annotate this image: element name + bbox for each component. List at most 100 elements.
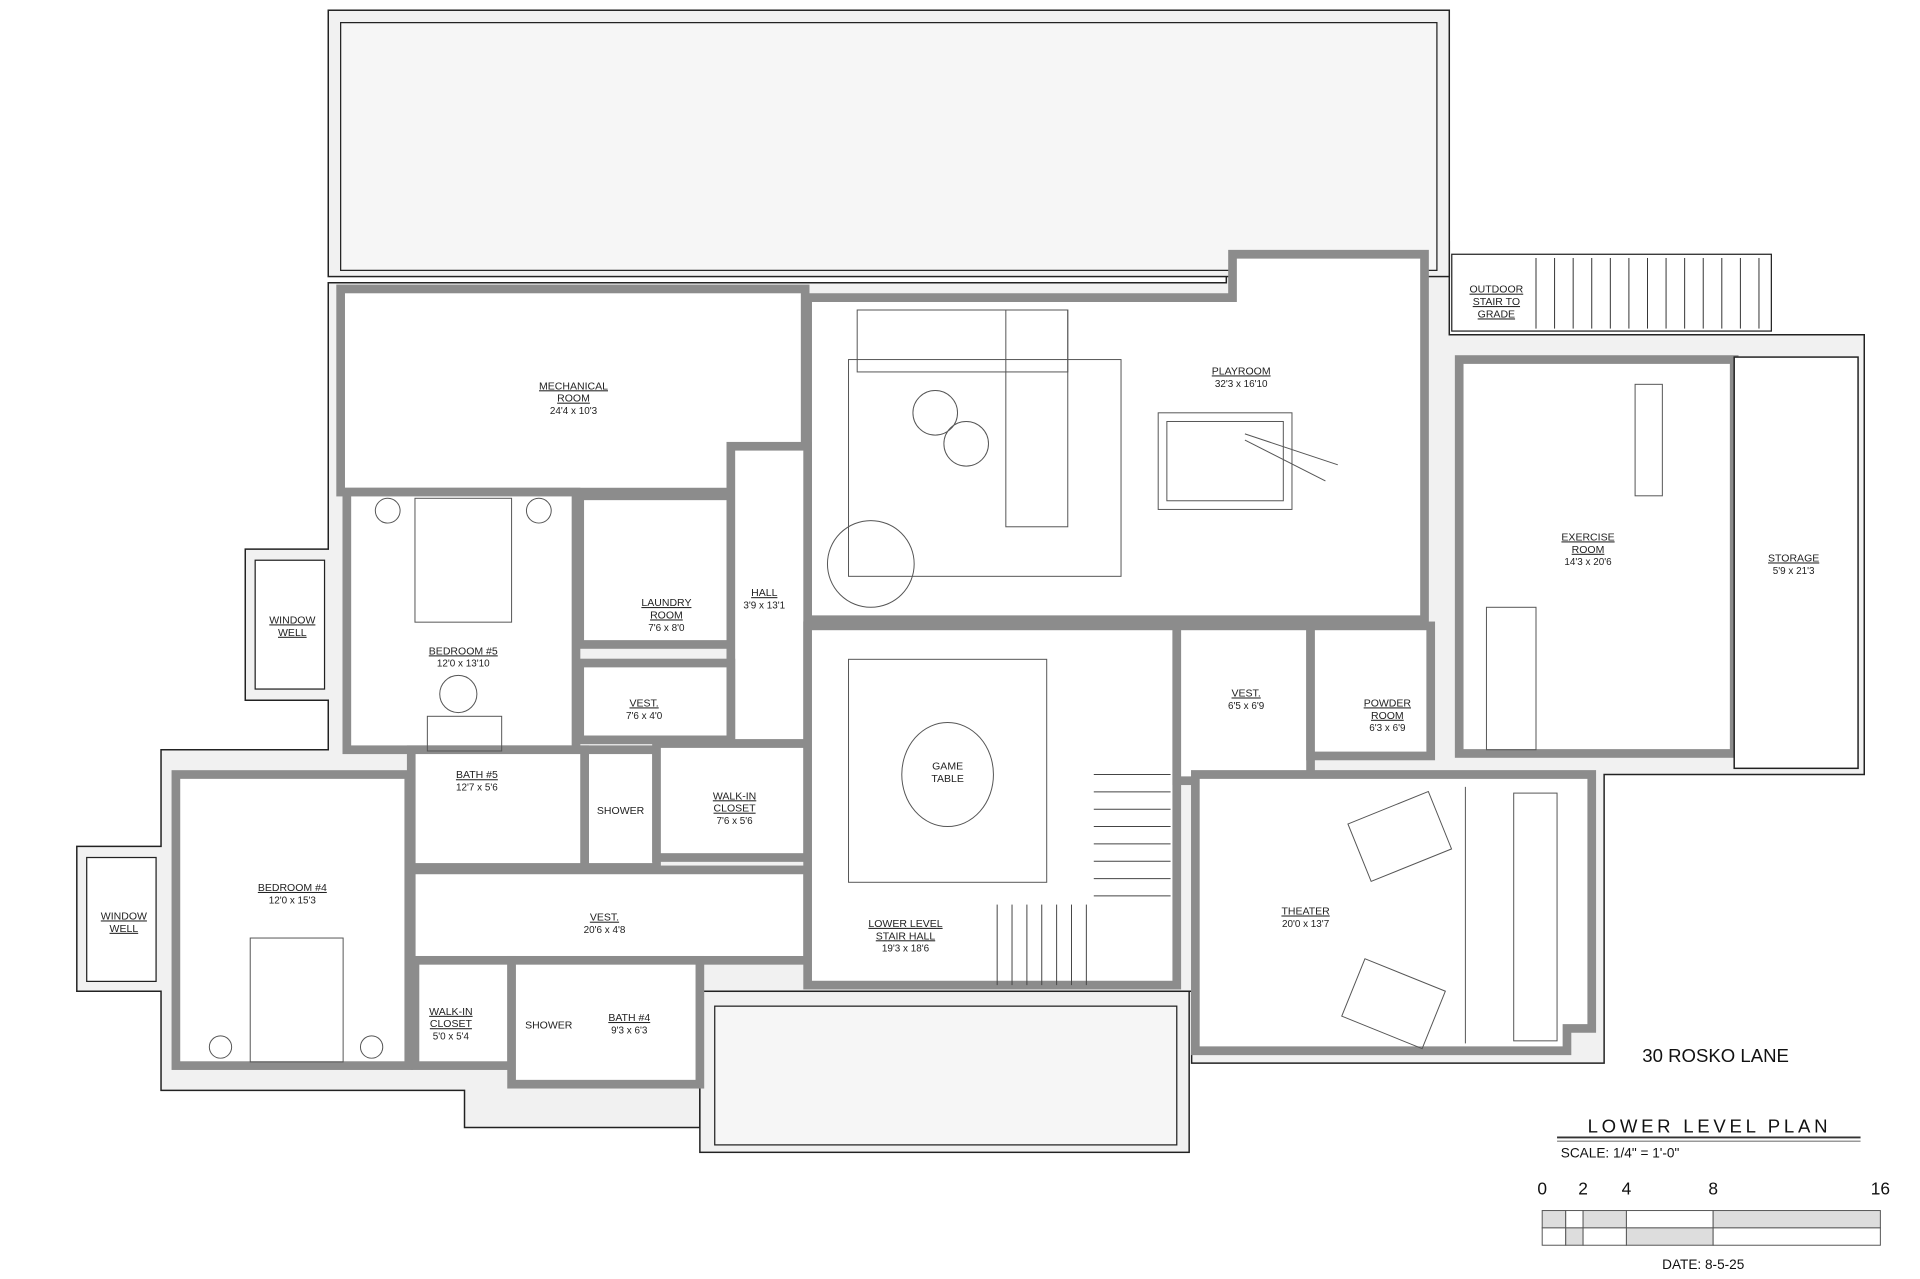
bath-4 [507, 955, 705, 1089]
address: 30 ROSKO LANE [1642, 1045, 1789, 1066]
game-table [901, 721, 994, 828]
storage-label: STORAGE [1768, 552, 1819, 564]
vest-small-dim: 7'6 x 4'0 [626, 711, 663, 722]
scale-bar [1541, 1210, 1881, 1246]
hall-label: HALL [751, 587, 777, 599]
walk-in-1-label-2: CLOSET [714, 803, 757, 815]
pool-table-felt [1166, 420, 1284, 502]
exercise-room-dim: 14'3 x 20'6 [1564, 557, 1612, 568]
bath-4-dim: 9'3 x 6'3 [611, 1025, 648, 1036]
nightstand-lamp [374, 497, 401, 524]
scale-tick-16: 16 [1871, 1178, 1890, 1198]
date: DATE: 8-5-25 [1662, 1257, 1744, 1272]
powder-room [1306, 621, 1436, 761]
game-table-label: GAME [932, 761, 963, 773]
outdoor-stair [1451, 253, 1772, 332]
walk-in-2-label: WALK-IN [429, 1006, 472, 1018]
bedroom-5-dim: 12'0 x 13'10 [437, 659, 490, 670]
bedroom-5 [342, 487, 581, 755]
scale-tick-8: 8 [1708, 1178, 1718, 1198]
theater-label: THEATER [1281, 905, 1330, 917]
bedroom-4-dim: 12'0 x 15'3 [269, 895, 317, 906]
scale-tick-0: 0 [1537, 1178, 1547, 1198]
recliner-1 [1347, 790, 1453, 883]
vest-east-dim: 6'5 x 6'9 [1228, 701, 1265, 712]
pool-cue [1244, 433, 1338, 466]
stair-hall-label: LOWER LEVEL [868, 918, 942, 930]
bedroom-4 [171, 770, 414, 1070]
bedroom-4-label: BEDROOM #4 [258, 882, 327, 894]
exercise-room-label: EXERCISE [1561, 531, 1614, 543]
scale-text: SCALE: 1/4" = 1'-0" [1561, 1145, 1680, 1160]
pool-cue [1244, 439, 1326, 482]
bed-5 [414, 497, 513, 623]
bed-4 [249, 937, 344, 1063]
window-well-1-label-2: WELL [278, 627, 307, 639]
rug-game [848, 658, 1048, 883]
mechanical-room-label: MECHANICAL [539, 380, 608, 392]
exercise-room [1454, 355, 1739, 758]
outdoor-stair-label: OUTDOOR [1469, 284, 1523, 296]
stool [439, 674, 478, 714]
mechanical-room-label-2: ROOM [557, 393, 590, 405]
bath-5-dim: 12'7 x 5'6 [456, 783, 498, 794]
top-slab-inner [340, 22, 1438, 271]
vest-east-label: VEST. [1232, 687, 1261, 699]
theater-dim: 20'0 x 13'7 [1282, 919, 1329, 930]
walk-in-2-label-2: CLOSET [430, 1018, 473, 1030]
bedroom-5-label: BEDROOM #5 [429, 645, 498, 657]
exercise-room-label-2: ROOM [1572, 544, 1605, 556]
laundry-label-2: ROOM [650, 609, 683, 621]
nightstand-lamp [525, 497, 552, 524]
laundry-label: LAUNDRY [641, 597, 691, 609]
scale-tick-4: 4 [1622, 1178, 1632, 1198]
vest-long-label: VEST. [590, 912, 619, 924]
plan-title: LOWER LEVEL PLAN [1588, 1116, 1832, 1137]
game-table-label-2: TABLE [931, 773, 964, 785]
stair-hall-label-2: STAIR HALL [876, 930, 936, 942]
storage-dim: 5'9 x 21'3 [1773, 566, 1815, 577]
theater [1191, 770, 1597, 1056]
pool-table [1157, 412, 1293, 510]
window-well-1-label: WINDOW [269, 614, 315, 626]
storage-room [1733, 356, 1859, 770]
walk-in-2-dim: 5'0 x 5'4 [433, 1032, 470, 1043]
stair-hall [803, 621, 1182, 990]
walk-in-1-label: WALK-IN [713, 790, 756, 802]
bath-5 [406, 745, 590, 872]
desk [426, 715, 503, 752]
ottoman [912, 390, 959, 436]
bath-4-label: BATH #4 [608, 1012, 650, 1024]
stair-hall-dim: 19'3 x 18'6 [882, 944, 930, 955]
laundry-dim: 7'6 x 8'0 [648, 623, 685, 634]
treadmill [1485, 606, 1537, 751]
hall-dim: 3'9 x 13'1 [743, 601, 785, 612]
window-well-2-label: WINDOW [101, 910, 147, 922]
rug-playroom [848, 359, 1122, 577]
playroom [803, 249, 1429, 625]
recliner-2 [1341, 958, 1446, 1050]
vest-long [406, 865, 812, 965]
walk-in-1-dim: 7'6 x 5'6 [716, 816, 753, 827]
window-well-1 [254, 559, 326, 690]
playroom-label: PLAYROOM [1212, 365, 1271, 377]
outdoor-stair-label-3: GRADE [1478, 308, 1515, 320]
theater-sofa [1513, 792, 1558, 1042]
playroom-dim: 32'3 x 16'10 [1215, 379, 1268, 390]
bottom-slab-inner [714, 1005, 1178, 1146]
hall [726, 441, 812, 748]
powder-room-label-2: ROOM [1371, 710, 1404, 722]
interior-stair-treads [996, 774, 1171, 986]
outdoor-stair-label-2: STAIR TO [1473, 296, 1520, 308]
nightstand-lamp [359, 1035, 384, 1059]
outdoor-stair-treads [1535, 257, 1760, 329]
vest-east [1172, 621, 1315, 786]
sectional-sofa-side [1005, 309, 1069, 528]
shower-1-label: SHOWER [597, 805, 645, 817]
powder-room-dim: 6'3 x 6'9 [1369, 723, 1406, 734]
scale-tick-2: 2 [1578, 1178, 1588, 1198]
chair [826, 520, 915, 608]
window-well-2 [86, 856, 157, 983]
mechanical-room-dim: 24'4 x 10'3 [550, 406, 598, 417]
